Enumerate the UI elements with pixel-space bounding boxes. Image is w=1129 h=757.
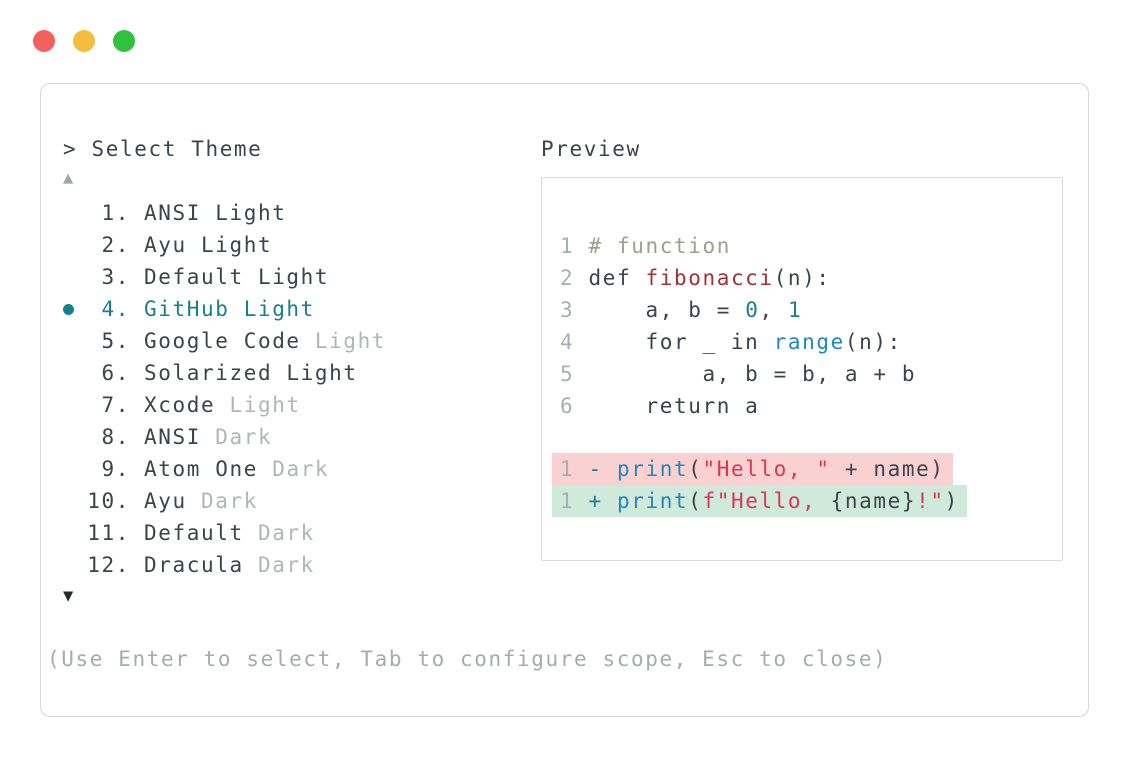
diff-line-removed: 1 - print("Hello, " + name) <box>552 453 1062 485</box>
theme-item-number: 8. <box>101 425 130 449</box>
theme-item-3[interactable]: 3. Default Light <box>63 261 493 293</box>
code-preview-box: 1 # function 2 def fibonacci(n): 3 a, b = … <box>541 177 1063 561</box>
theme-item-6[interactable]: 6. Solarized Light <box>63 357 493 389</box>
theme-item-name: GitHub Light <box>144 297 315 321</box>
preview-label: Preview <box>541 137 641 161</box>
theme-item-variant: Dark <box>257 553 315 577</box>
page-title: Select Theme <box>91 137 263 161</box>
theme-item-10[interactable]: 10. Ayu Dark <box>63 485 493 517</box>
keyboard-hint: (Use Enter to select, Tab to configure s… <box>47 647 888 671</box>
theme-item-number: 5. <box>101 329 130 353</box>
theme-item-variant: Dark <box>200 489 258 513</box>
theme-item-number: 3. <box>101 265 130 289</box>
theme-item-name: Google Code <box>144 329 315 353</box>
theme-item-12[interactable]: 12. Dracula Dark <box>63 549 493 581</box>
theme-item-name: Atom One <box>144 457 273 481</box>
theme-item-number: 7. <box>101 393 130 417</box>
theme-item-5[interactable]: 5. Google Code Light <box>63 325 493 357</box>
scroll-down-icon[interactable]: ▼ <box>63 586 74 606</box>
theme-item-name: Ayu <box>144 489 201 513</box>
theme-item-number: 11. <box>87 521 130 545</box>
code-line-4: 4 for _ in range(n): <box>560 330 902 354</box>
theme-item-name: Solarized Light <box>144 361 358 385</box>
code-line-5: 5 a, b = b, a + b <box>560 362 917 386</box>
theme-item-name: Default <box>144 521 258 545</box>
code-line-1: 1 # function <box>560 234 731 258</box>
selected-bullet-icon <box>63 303 87 315</box>
theme-item-number: 1. <box>101 201 130 225</box>
theme-item-name: ANSI <box>144 425 216 449</box>
theme-item-2[interactable]: 2. Ayu Light <box>63 229 493 261</box>
close-window-button[interactable] <box>33 30 55 52</box>
code-line-6: 6 return a <box>560 394 760 418</box>
theme-item-variant: Dark <box>215 425 273 449</box>
theme-list: 1. ANSI Light 2. Ayu Light 3. Default Light 4.… <box>63 197 493 581</box>
code-blank-line <box>560 422 1062 453</box>
theme-item-number: 9. <box>101 457 130 481</box>
theme-item-7[interactable]: 7. Xcode Light <box>63 389 493 421</box>
diff-line-added: 1 + print(f"Hello, {name}!") <box>552 485 1062 517</box>
theme-item-name: Ayu Light <box>144 233 273 257</box>
theme-item-number: 6. <box>101 361 130 385</box>
theme-item-name: Xcode <box>144 393 230 417</box>
code-line-2: 2 def fibonacci(n): <box>560 266 831 290</box>
theme-item-name: Dracula <box>144 553 258 577</box>
theme-item-8[interactable]: 8. ANSI Dark <box>63 421 493 453</box>
window-controls <box>33 30 135 52</box>
theme-item-1[interactable]: 1. ANSI Light <box>63 197 493 229</box>
theme-item-number: 4. <box>101 297 130 321</box>
theme-item-number: 2. <box>101 233 130 257</box>
theme-item-variant: Light <box>314 329 387 353</box>
theme-item-variant: Dark <box>257 521 315 545</box>
theme-item-9[interactable]: 9. Atom One Dark <box>63 453 493 485</box>
zoom-window-button[interactable] <box>113 30 135 52</box>
code-line-3: 3 a, b = 0, 1 <box>560 298 803 322</box>
theme-item-4[interactable]: 4. GitHub Light <box>63 293 493 325</box>
scroll-up-icon[interactable]: ▲ <box>63 168 74 188</box>
theme-item-number: 12. <box>87 553 130 577</box>
prompt-caret: > <box>63 137 78 161</box>
theme-item-name: Default Light <box>144 265 330 289</box>
theme-item-variant: Dark <box>272 457 330 481</box>
minimize-window-button[interactable] <box>73 30 95 52</box>
theme-item-11[interactable]: 11. Default Dark <box>63 517 493 549</box>
theme-selector-panel: > Select Theme Preview ▲ 1. ANSI Light 2. A… <box>40 83 1089 717</box>
theme-item-name: ANSI Light <box>144 201 287 225</box>
theme-item-number: 10. <box>87 489 130 513</box>
panel-title: > Select Theme <box>63 133 262 165</box>
theme-item-variant: Light <box>229 393 301 417</box>
